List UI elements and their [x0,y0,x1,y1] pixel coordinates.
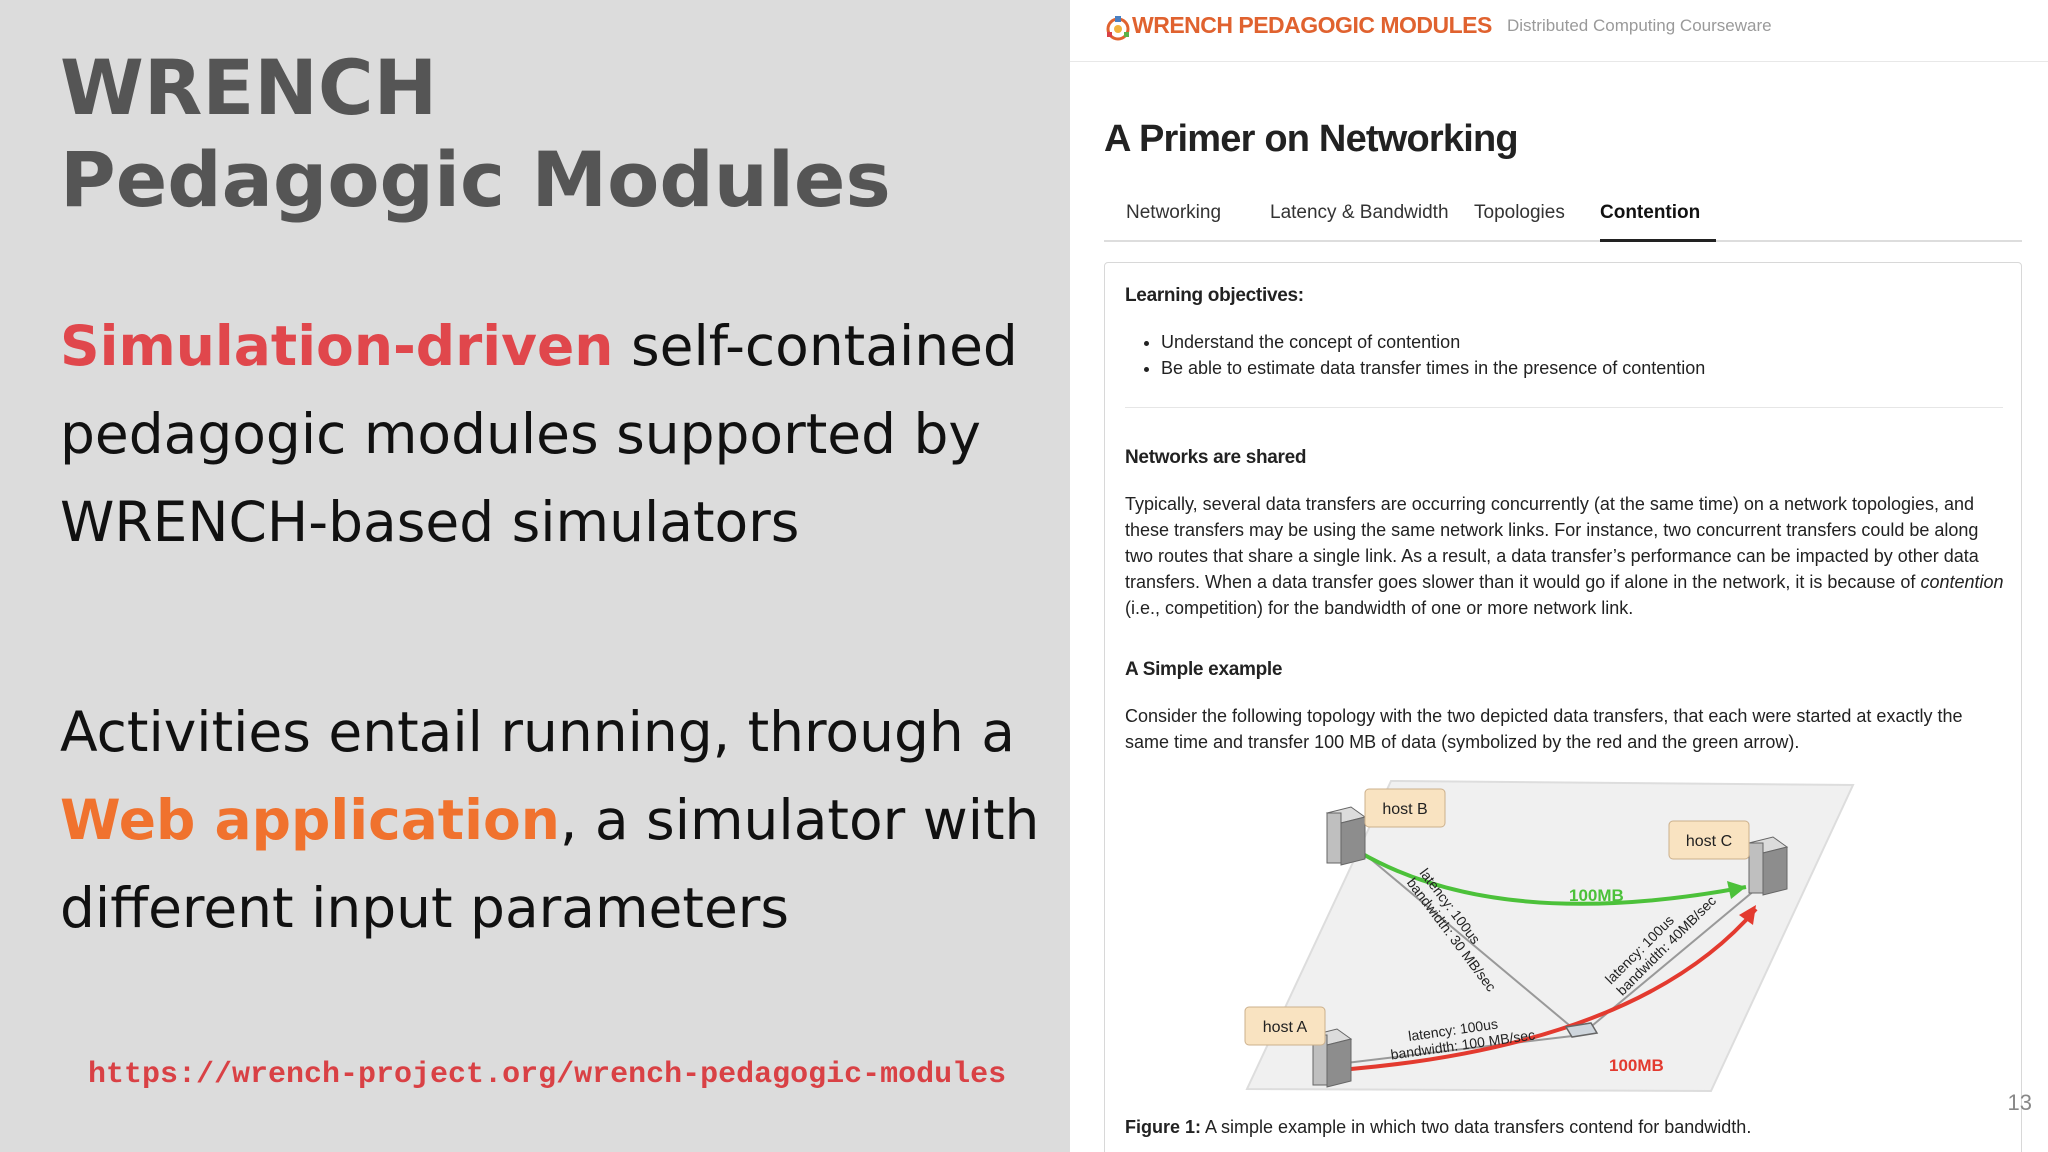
tab-bar: Networking Latency & Bandwidth Topologie… [1104,196,2022,242]
list-item: Understand the concept of contention [1161,329,1705,355]
site-header: WRENCH PEDAGOGIC MODULES Distributed Com… [1070,0,2048,62]
simple-example-paragraph: Consider the following topology with the… [1125,706,1963,752]
server-icon-host-b [1325,806,1367,866]
host-a-label-box [1244,1006,1326,1046]
tab-networking[interactable]: Networking [1126,202,1222,223]
bullet-text-simulation: self-contained pedagogic modules support… [60,314,1018,554]
slide-title-line2: Pedagogic Modules [60,135,891,224]
red-transfer-size-label: 100MB [1609,1056,1664,1075]
list-item: Be able to estimate data transfer times … [1161,355,1705,381]
learning-objectives-list: Understand the concept of contention Be … [1161,329,1705,381]
slide-bullet-activities: Activities entail running, through a Web… [60,688,1050,952]
paragraph-text: Typically, several data transfers are oc… [1125,494,1979,592]
slide-title-line1: WRENCH [60,43,438,132]
section-divider [1125,407,2003,408]
bullet-highlight-web-app: Web application [60,788,560,852]
slide-page-number: 13 [2007,1090,2032,1115]
learning-objectives-heading: Learning objectives: [1125,285,1304,306]
red-transfer-arrow [1350,907,1758,1071]
web-page-panel: WRENCH PEDAGOGIC MODULES Distributed Com… [1070,0,2048,1152]
host-c-label: host C [1686,833,1732,850]
tab-topologies[interactable]: Topologies [1474,202,1565,223]
slide-title: WRENCH Pedagogic Modules [60,42,891,226]
simple-example-heading: A Simple example [1125,659,1283,680]
topology-figure: host B host C host A 100MB 100MB latency… [1244,779,1855,1093]
green-arrowhead [1727,881,1746,899]
page-title: A Primer on Networking [1104,118,1519,160]
wrench-logo-icon[interactable] [1104,14,1132,42]
tab-latency-bandwidth[interactable]: Latency & Bandwidth [1270,202,1449,223]
caption-text: A simple example in which two data trans… [1201,1117,1752,1137]
green-transfer-arrow [1360,851,1747,906]
slide-bullet-simulation: Simulation-driven self-contained pedagog… [60,302,1050,566]
site-name[interactable]: WRENCH PEDAGOGIC MODULES [1132,12,1492,38]
content-card: Learning objectives: Understand the conc… [1104,262,2022,1152]
host-c-label-box [1668,820,1750,860]
paragraph-emphasis: contention [1920,572,2004,592]
networks-shared-paragraph: Typically, several data transfers are oc… [1125,491,2005,621]
router-icon [1564,1022,1599,1038]
networks-shared-heading: Networks are shared [1125,447,1307,468]
site-subtitle: Distributed Computing Courseware [1507,16,1772,35]
bullet-text-activities-post: , a simulator with different input param… [60,788,1040,940]
paragraph-text: (i.e., competition) for the bandwidth of… [1125,598,1634,618]
figure-caption: Figure 1: A simple example in which two … [1125,1117,1751,1138]
link-b-router [1360,850,1582,1036]
link-a-router [1345,1034,1582,1064]
project-url-link[interactable]: https://wrench-project.org/wrench-pedago… [88,1058,1007,1092]
bullet-text-activities-pre: Activities entail running, through a [60,700,1015,764]
green-transfer-size-label: 100MB [1569,886,1624,905]
host-b-label-box [1364,788,1446,828]
host-b-label: host B [1382,801,1427,818]
server-icon-host-c [1747,836,1789,896]
tab-contention[interactable]: Contention [1600,202,1716,242]
host-a-label: host A [1263,1019,1308,1036]
bullet-highlight-simulation: Simulation-driven [60,314,614,378]
red-arrowhead [1739,905,1756,925]
caption-label: Figure 1: [1125,1117,1202,1137]
slide-panel: WRENCH Pedagogic Modules Simulation-driv… [60,42,1050,1092]
